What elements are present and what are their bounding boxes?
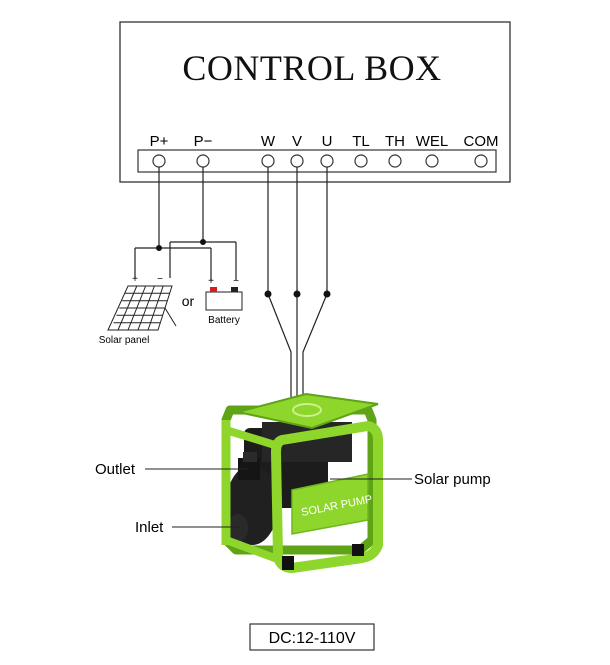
terminal-label-tl: TL [352,133,370,150]
solar-plus-mark: + [132,274,138,285]
solar-minus-mark: − [157,274,163,285]
inlet-label: Inlet [135,519,164,536]
terminal-label-th: TH [385,133,405,150]
voltage-label: DC:12-110V [269,630,356,647]
terminal-label-wel: WEL [416,133,449,150]
outlet-label: Outlet [95,461,136,478]
control-box-title: CONTROL BOX [182,48,441,88]
solar-panel-icon [107,285,177,331]
battery-minus-mark: − [233,276,239,287]
battery-label: Battery [208,315,240,326]
terminal-com [474,154,488,168]
voltage-box [249,623,375,651]
junction-dot-p-minus [200,239,206,245]
terminal-u [320,154,334,168]
power-wiring [134,167,237,280]
junction-dot-u [323,290,331,298]
terminal-label-w: W [261,133,276,150]
terminal-label-p-plus: P+ [150,133,169,150]
junction-dot-w [264,290,272,298]
terminal-wel [425,154,439,168]
battery-icon [205,287,243,311]
terminal-p-minus [196,154,210,168]
solar-pump-image: SOLAR PUMP [221,392,383,573]
terminal-tl [354,154,368,168]
terminal-th [388,154,402,168]
pump-callouts [145,468,412,528]
terminal-label-u: U [322,133,333,150]
terminal-label-v: V [292,133,302,150]
or-text: or [182,293,195,309]
terminal-label-p-minus: P− [194,133,213,150]
terminal-v [290,154,304,168]
solar-pump-label: Solar pump [414,471,491,488]
terminal-strip [137,149,497,173]
junction-dot-p-plus [156,245,162,251]
terminal-p-plus [152,154,166,168]
junction-dot-v [293,290,301,298]
motor-wiring [267,167,328,402]
terminal-label-com: COM [464,133,499,150]
battery-plus-mark: + [208,276,214,287]
terminal-w [261,154,275,168]
solar-panel-label: Solar panel [99,335,150,346]
